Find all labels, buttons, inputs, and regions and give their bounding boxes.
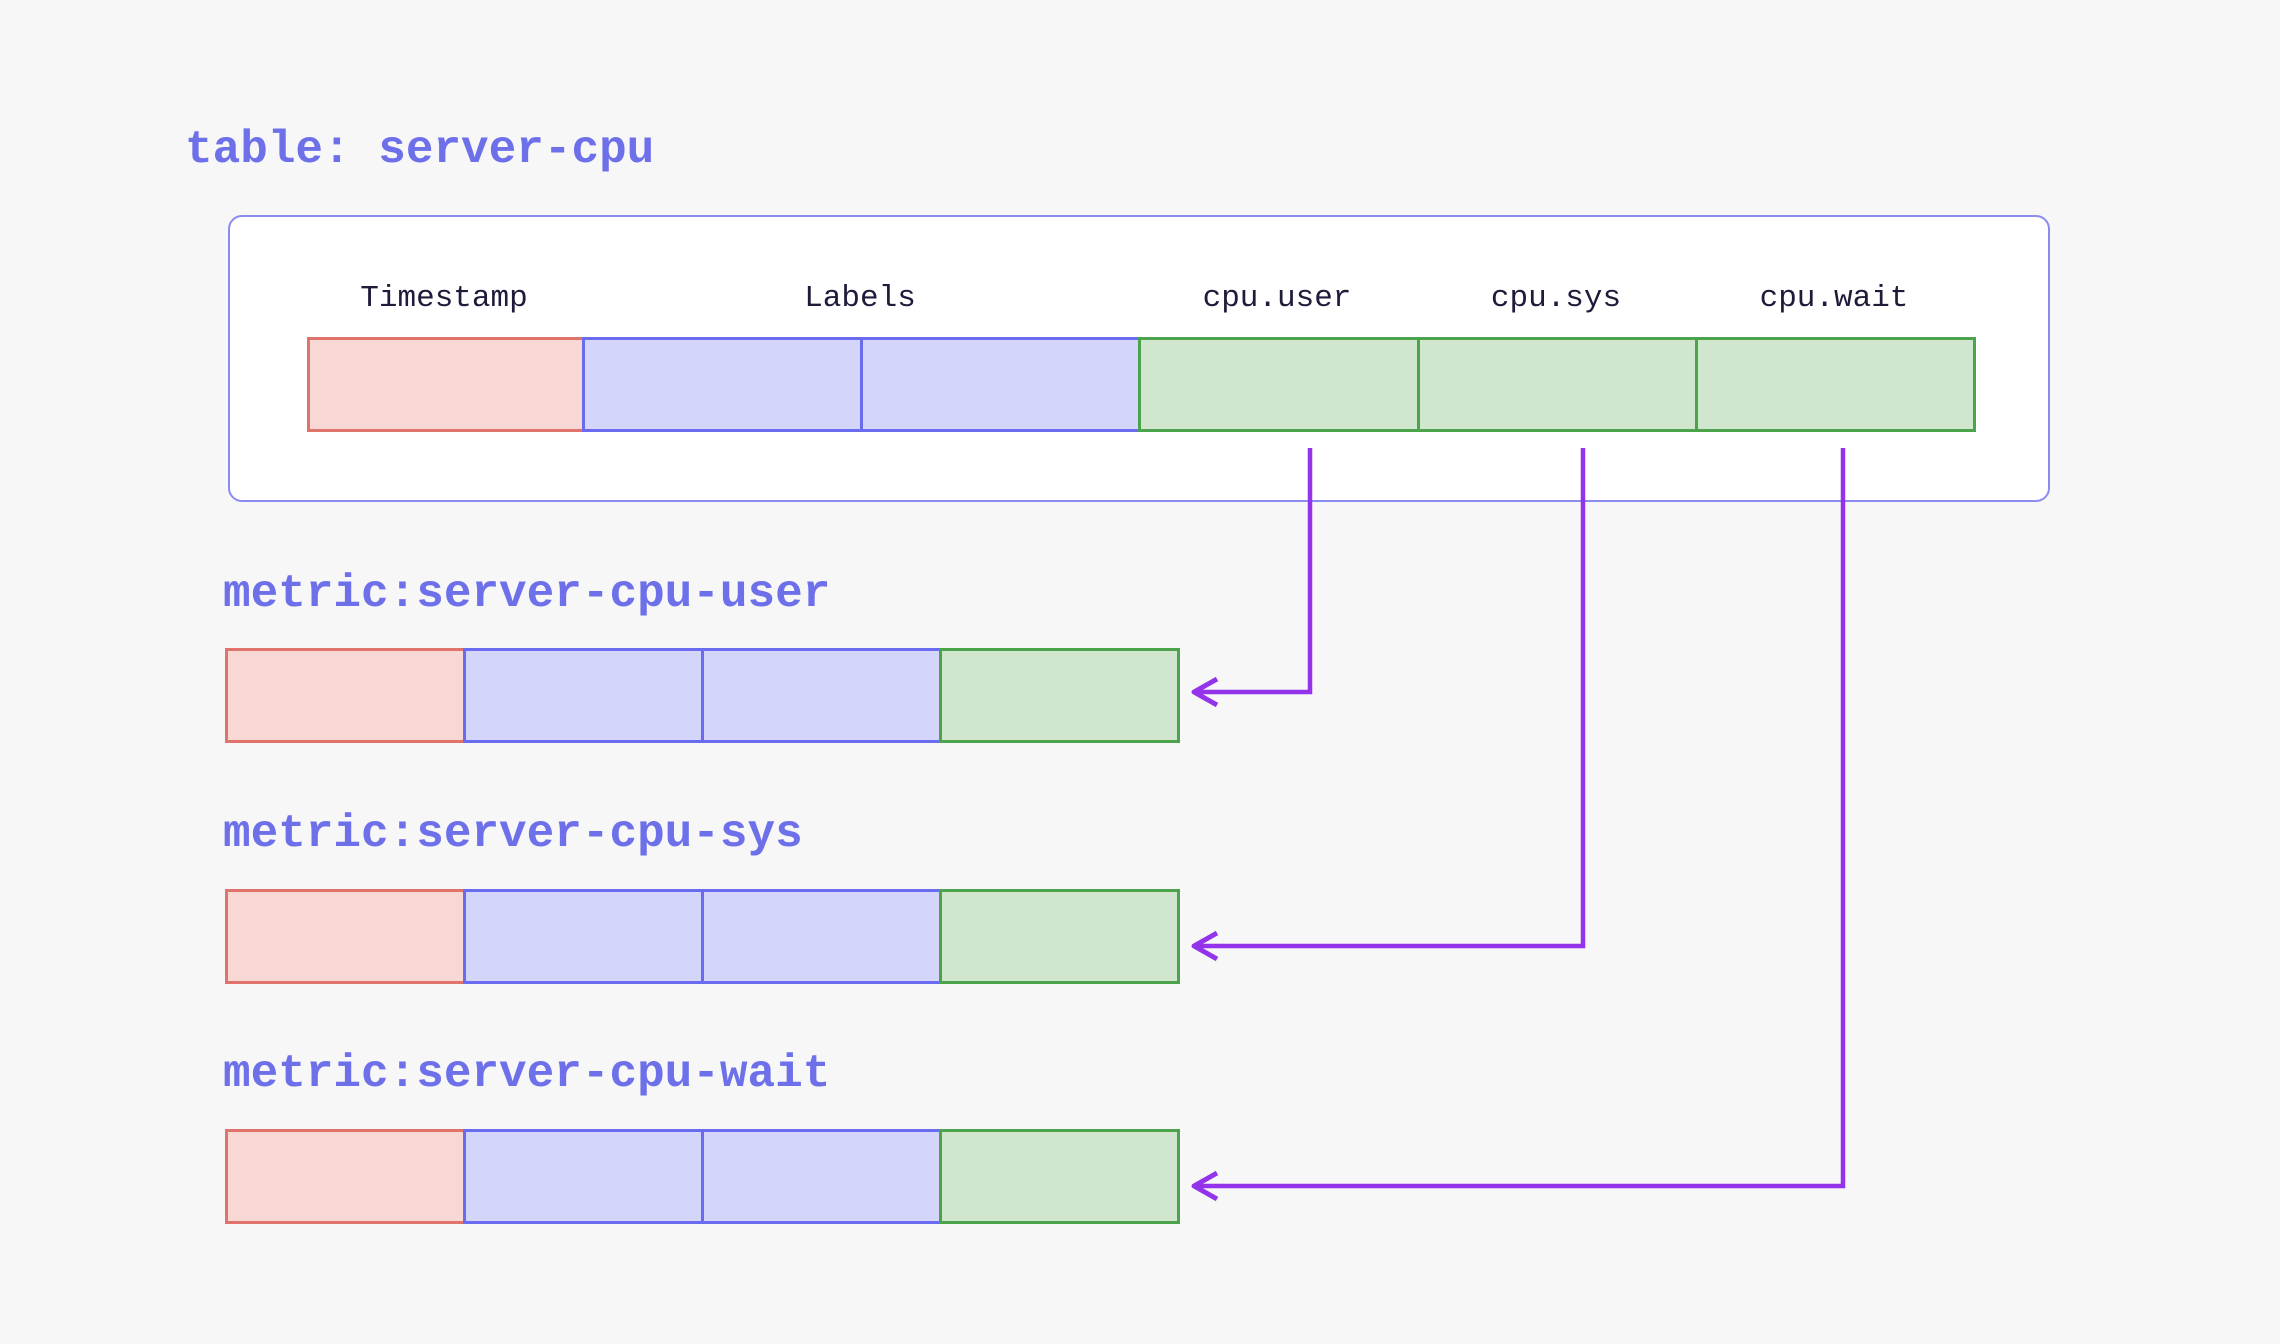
cell-label (463, 1129, 704, 1224)
column-header-labels: Labels (804, 281, 916, 316)
cell-label (860, 337, 1141, 432)
metric-title-user: metric:server-cpu-user (223, 568, 831, 620)
table-title: table: server-cpu (185, 124, 655, 176)
column-header-cpu-user: cpu.user (1202, 281, 1352, 316)
cell-label (582, 337, 863, 432)
metric-row-sys (225, 889, 1180, 984)
cell-timestamp (225, 648, 466, 743)
cell-label (701, 1129, 942, 1224)
cell-timestamp (225, 1129, 466, 1224)
metric-title-sys: metric:server-cpu-sys (223, 808, 803, 860)
table-row (307, 337, 1976, 432)
cell-value (939, 1129, 1180, 1224)
arrow-cpu-wait (1191, 448, 1846, 1202)
cell-label (463, 889, 704, 984)
column-header-cpu-sys: cpu.sys (1490, 281, 1622, 316)
cell-label (701, 889, 942, 984)
cell-value (939, 648, 1180, 743)
column-header-timestamp: Timestamp (360, 281, 528, 316)
metric-row-wait (225, 1129, 1180, 1224)
cell-label (701, 648, 942, 743)
cell-timestamp (225, 889, 466, 984)
metric-title-wait: metric:server-cpu-wait (223, 1048, 831, 1100)
metric-row-user (225, 648, 1180, 743)
cell-value (939, 889, 1180, 984)
arrow-cpu-sys (1191, 448, 1586, 962)
cell-value (1138, 337, 1420, 432)
cell-label (463, 648, 704, 743)
cell-value (1417, 337, 1698, 432)
cell-value (1695, 337, 1976, 432)
column-header-cpu-wait: cpu.wait (1759, 281, 1909, 316)
cell-timestamp (307, 337, 585, 432)
